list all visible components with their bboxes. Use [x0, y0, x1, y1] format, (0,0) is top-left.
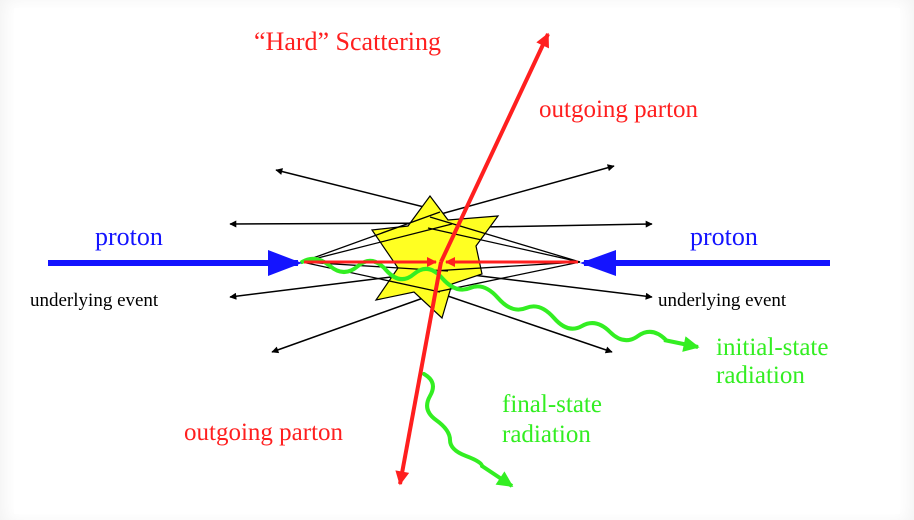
final-state-label-line2: radiation	[502, 421, 591, 448]
ue-arrow-upper-right	[430, 166, 614, 217]
final-state-radiation-arrowhead	[482, 466, 512, 486]
outgoing-parton-top-label: outgoing parton	[539, 96, 699, 123]
proton-left-label: proton	[95, 222, 163, 251]
outgoing-parton-up	[441, 34, 548, 262]
proton-left-arrowhead	[268, 250, 302, 276]
ue-arrow-bottom-right	[436, 292, 612, 352]
ue-arrow-bottom-left	[272, 292, 440, 352]
outgoing-parton-bottom-label: outgoing parton	[184, 419, 344, 446]
hard-scattering-label: “Hard” Scattering	[254, 27, 441, 56]
initial-state-label-line2: radiation	[716, 362, 805, 389]
initial-state-label-line1: initial-state	[716, 334, 828, 361]
initial-state-radiation-arrowhead	[664, 340, 698, 347]
ue-arrow-upper-left	[276, 170, 440, 211]
final-state-label-line1: final-state	[502, 391, 602, 418]
proton-right-arrowhead	[580, 250, 616, 276]
proton-right-label: proton	[690, 222, 758, 251]
underlying-event-left-label: underlying event	[30, 290, 159, 311]
underlying-event-right-label: underlying event	[658, 290, 787, 311]
final-state-radiation-wave	[424, 374, 482, 466]
